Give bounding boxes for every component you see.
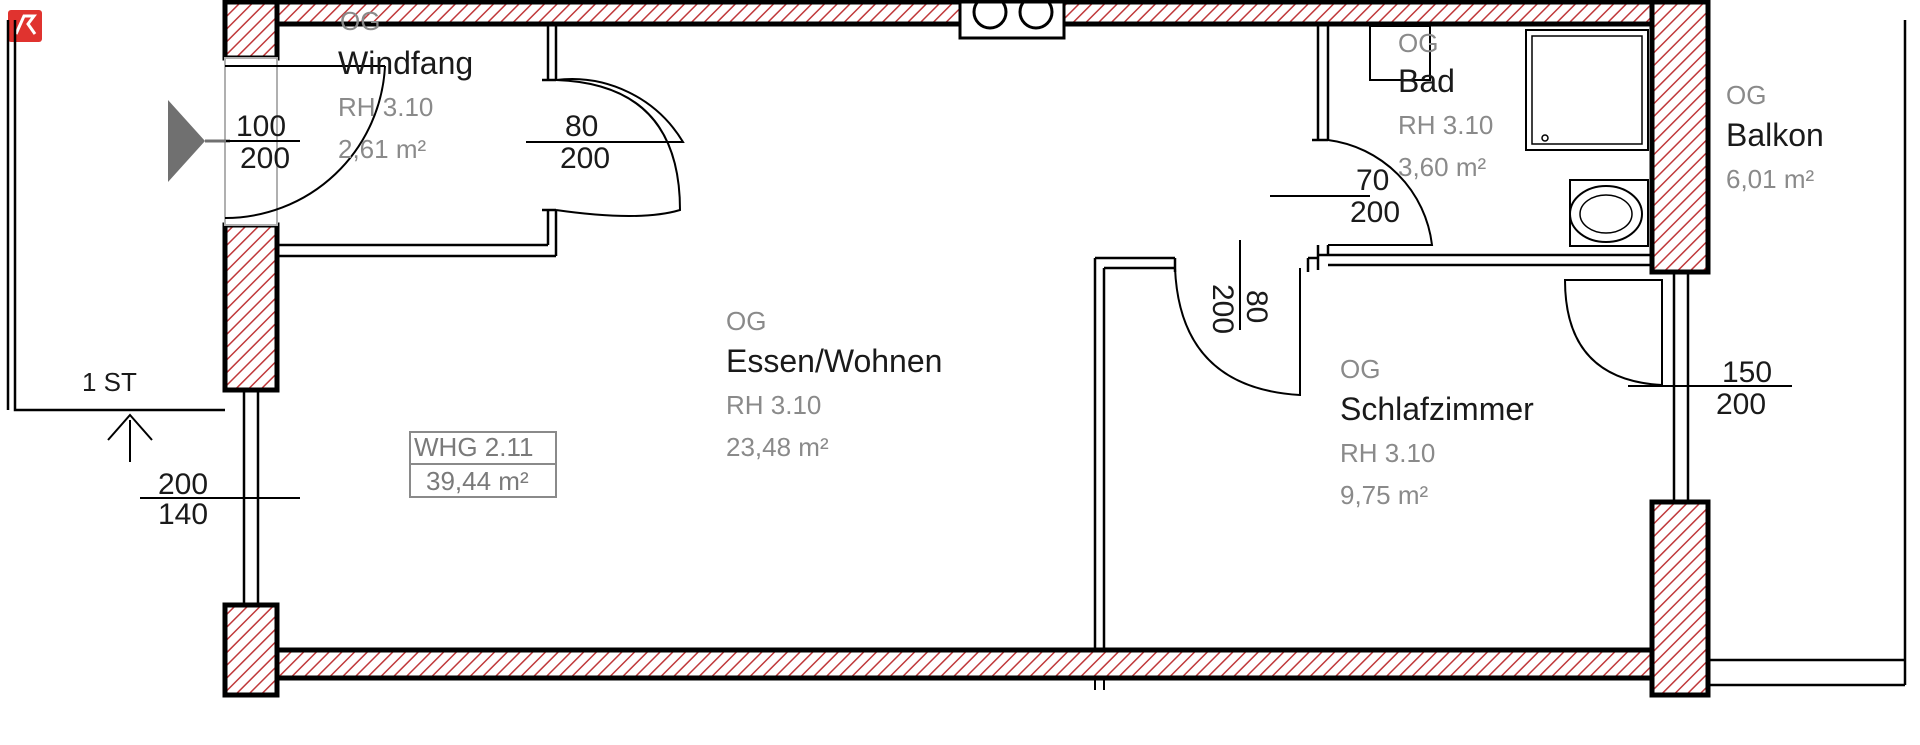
windfang-name: Windfang — [338, 45, 473, 81]
toilet-fixture — [1569, 179, 1649, 247]
balcony-door — [1563, 279, 1663, 387]
essen-name: Essen/Wohnen — [726, 343, 942, 379]
shower-tray — [1525, 29, 1649, 151]
unit-area: 39,44 m² — [426, 466, 529, 496]
bad-door — [1327, 139, 1434, 246]
window-width: 200 — [158, 468, 208, 501]
essen-area: 23,48 m² — [726, 432, 829, 462]
wall-right-top — [1649, 0, 1711, 275]
balcony-door-height: 200 — [1716, 388, 1766, 421]
bad-level: OG — [1398, 28, 1438, 58]
schlaf-name: Schlafzimmer — [1340, 391, 1534, 427]
bad-walls — [1312, 24, 1652, 270]
bad-name: Bad — [1398, 63, 1455, 99]
windfang-height: RH 3.10 — [338, 92, 433, 122]
corridor-outline — [6, 20, 225, 412]
brand-logo-icon[interactable] — [8, 10, 42, 42]
entry-width: 100 — [236, 110, 286, 143]
bad-door-height: 200 — [1350, 196, 1400, 229]
windfang-level: OG — [340, 6, 380, 36]
schlaf-walls — [1093, 256, 1318, 650]
windfang-walls — [277, 24, 558, 258]
wall-bottom — [274, 647, 1666, 681]
bottom-extension — [1094, 678, 1105, 690]
unit-id: WHG 2.11 — [414, 432, 533, 462]
balcony-frame — [1708, 20, 1907, 687]
schlaf-door-height: 200 — [1206, 284, 1239, 334]
washbasin — [1369, 25, 1431, 81]
bad-area: 3,60 m² — [1398, 152, 1486, 182]
bad-door-width: 70 — [1356, 164, 1389, 197]
schlaf-level: OG — [1340, 354, 1380, 384]
windfang-area: 2,61 m² — [338, 134, 426, 164]
windfang-door-width: 80 — [565, 110, 598, 143]
schlaf-area: 9,75 m² — [1340, 480, 1428, 510]
schlaf-door-width: 80 — [1240, 290, 1273, 323]
wall-right-bottom — [1649, 499, 1711, 698]
entry-height: 200 — [240, 142, 290, 175]
essen-level: OG — [726, 306, 766, 336]
bad-height: RH 3.10 — [1398, 110, 1493, 140]
stair-label: 1 ST — [82, 367, 137, 397]
wall-left-bottom — [222, 602, 280, 698]
essen-height: RH 3.10 — [726, 390, 821, 420]
windfang-door-height: 200 — [560, 142, 610, 175]
balkon-name: Balkon — [1726, 117, 1824, 153]
wall-top — [222, 0, 1666, 27]
top-vent — [958, 0, 1066, 40]
balcony-door-width: 150 — [1722, 356, 1772, 389]
wall-left-top — [222, 0, 280, 61]
unit-label-box: WHG 2.11 39,44 m² — [409, 431, 557, 498]
schlaf-height: RH 3.10 — [1340, 438, 1435, 468]
schlaf-door — [1174, 240, 1301, 397]
stair-arrow-icon — [107, 413, 153, 462]
balkon-area: 6,01 m² — [1726, 164, 1814, 194]
balkon-level: OG — [1726, 80, 1766, 110]
wall-left-middle — [222, 222, 280, 393]
window-height: 140 — [158, 498, 208, 531]
